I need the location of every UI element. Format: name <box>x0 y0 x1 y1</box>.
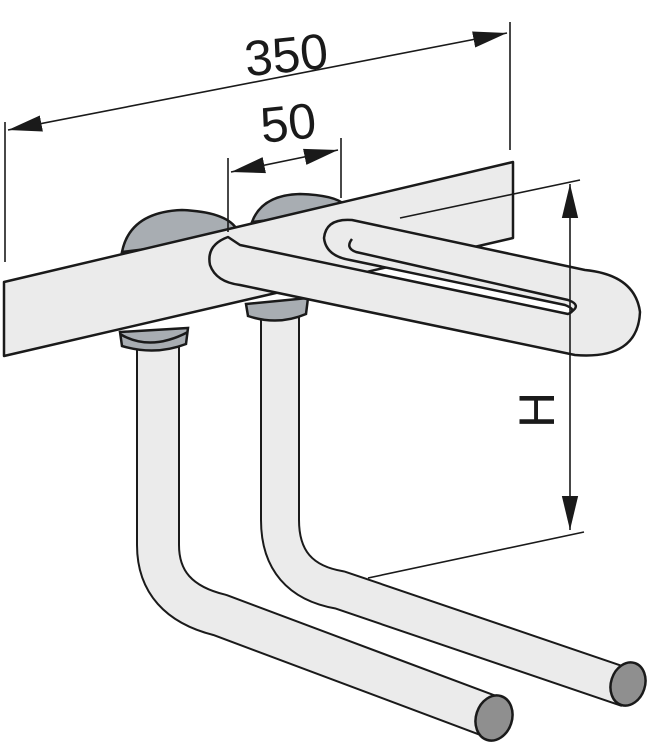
dim-label-50: 50 <box>258 92 319 154</box>
back-lower-pipe <box>260 310 647 707</box>
ext-line-bottom-h <box>367 531 585 579</box>
extension-lines <box>4 22 585 579</box>
dim-label-350: 350 <box>242 23 331 87</box>
lower-fittings <box>118 296 310 352</box>
dim-label-h: H <box>509 392 565 428</box>
lower-fittings-front <box>119 330 189 344</box>
front-lower-pipe <box>136 335 514 742</box>
dim-line-350 <box>7 31 508 132</box>
back-pipe-end-icon <box>609 661 647 707</box>
front-pipe-end-icon <box>474 694 514 742</box>
dimension-lines <box>7 31 579 530</box>
ext-line-top-h <box>399 179 581 219</box>
dim-line-50 <box>230 148 339 174</box>
